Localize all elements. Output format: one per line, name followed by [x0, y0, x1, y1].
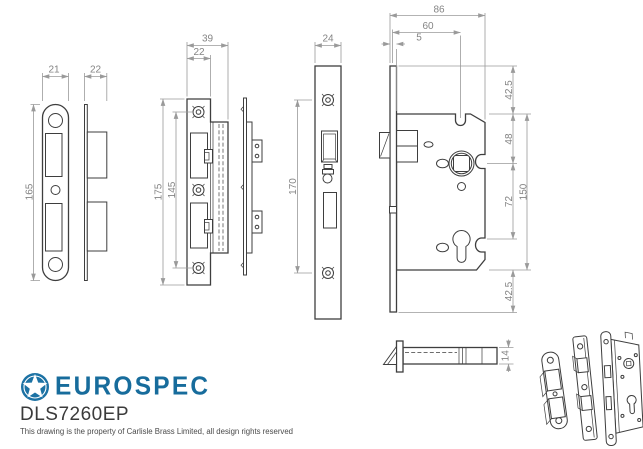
brand-wordmark: EUROSPEC — [55, 371, 211, 402]
keeper-tab-detail — [204, 152, 210, 161]
dim-bottom-margin: 42.5 — [504, 281, 515, 301]
spindle-hole — [623, 358, 635, 370]
screw-hole — [577, 343, 584, 350]
snib-detail — [323, 164, 333, 169]
keeper-tab — [204, 219, 213, 234]
latch-opening — [321, 130, 338, 163]
extension-lines — [160, 42, 229, 286]
keeper-box — [251, 139, 263, 163]
lock-plan-view: 14 — [382, 339, 514, 373]
screw-hole — [546, 356, 554, 364]
latch-cutout — [45, 133, 63, 177]
euro-cylinder-hole — [452, 230, 471, 263]
keeper-box — [251, 210, 263, 234]
spindle-square — [453, 155, 470, 172]
dim-case-thickness: 14 — [501, 350, 512, 362]
faceplate-edge — [389, 65, 398, 313]
extension-lines — [30, 73, 69, 281]
dim-strike-depth: 22 — [90, 65, 102, 76]
sash-strike-front-view: 39 22 175 145 — [154, 34, 229, 286]
screw-hole — [192, 261, 205, 275]
screw-hole — [603, 338, 609, 345]
isometric-sash-strike — [572, 335, 598, 441]
case-plan — [402, 346, 498, 365]
screw-hole — [321, 93, 335, 107]
product-code: DLS7260EP — [20, 404, 130, 425]
fixing-slot — [436, 158, 449, 169]
follower-hole — [322, 173, 333, 184]
eurospec-star-icon — [21, 373, 49, 401]
dim-sash-plate-width: 22 — [193, 47, 205, 58]
dust-box — [86, 201, 108, 252]
dim-faceplate-fixing-centres: 170 — [288, 178, 299, 195]
screw-hole — [608, 433, 614, 440]
dim-top-margin: 42.5 — [504, 80, 515, 100]
fixing-slot — [436, 242, 449, 253]
brand-block: EUROSPEC — [20, 371, 211, 402]
isometric-lock-body — [600, 331, 643, 447]
screw-hole — [585, 425, 592, 433]
dust-box — [86, 131, 108, 179]
strike-plate-side-view: 22 — [84, 65, 108, 281]
keeper-tab-detail — [204, 222, 210, 231]
dim-sash-fixing-centres: 145 — [167, 181, 178, 198]
isometric-strike-box — [539, 351, 568, 430]
faceplate-plan — [395, 340, 404, 373]
dim-spindle-to-cylinder: 72 — [504, 196, 515, 208]
dim-strike-height: 165 — [25, 183, 36, 200]
screw-hole — [192, 105, 205, 119]
latch-bevel — [380, 133, 390, 157]
disclaimer-text: This drawing is the property of Carlisle… — [20, 427, 294, 436]
keeper-tab — [576, 357, 589, 374]
dim-sash-outer-width: 39 — [202, 34, 214, 45]
screw-hole — [48, 113, 63, 128]
latch-bolt — [323, 133, 336, 160]
screw-hole — [50, 185, 61, 195]
euro-cylinder-hole — [626, 394, 637, 415]
deadbolt-opening — [323, 192, 337, 229]
dim-case-height: 150 — [519, 183, 530, 200]
dim-strike-width: 21 — [48, 65, 60, 76]
case-detail-lines — [458, 347, 483, 364]
dim-faceplate-width: 24 — [322, 34, 334, 45]
latch-bolt-plan — [382, 344, 397, 365]
snib-detail — [322, 169, 334, 175]
fixing-hole — [457, 182, 466, 191]
faceplate — [600, 331, 617, 447]
extension-lines — [84, 73, 108, 101]
box-cavity — [544, 368, 562, 392]
screw-tips — [240, 106, 244, 269]
stop-lug — [389, 206, 397, 214]
latch-body — [396, 130, 418, 147]
folded-flange-edge — [246, 121, 253, 254]
deadbolt-slot — [605, 395, 613, 411]
deadbolt-cutout — [45, 203, 63, 252]
strike-plate-front-view: 21 165 — [25, 65, 70, 282]
keeper-tab — [204, 149, 213, 164]
screw-hole — [581, 384, 588, 391]
dim-case-top-to-spindle: 48 — [504, 133, 515, 145]
dim-faceplate-offset: 5 — [416, 33, 422, 44]
dim-overall-depth: 86 — [433, 5, 445, 16]
lock-faceplate-front-view: 24 170 — [288, 34, 342, 320]
latch-body — [396, 145, 418, 163]
latch-slot — [603, 364, 612, 379]
dim-sash-height: 175 — [154, 183, 165, 200]
screw-hole — [321, 266, 335, 280]
extension-lines — [398, 65, 531, 313]
keeper-tab — [580, 394, 593, 412]
dim-backset: 60 — [422, 21, 434, 32]
sash-strike-side-view — [240, 97, 263, 276]
extension-lines — [294, 42, 342, 274]
screw-hole — [48, 257, 63, 272]
screw-hole — [192, 183, 205, 197]
rivet-slot — [423, 141, 434, 148]
lock-body-side-view: 86 60 5 42.5 48 72 150 42.5 — [379, 5, 531, 313]
plate-edge — [84, 104, 88, 281]
box-cavity — [548, 396, 566, 420]
